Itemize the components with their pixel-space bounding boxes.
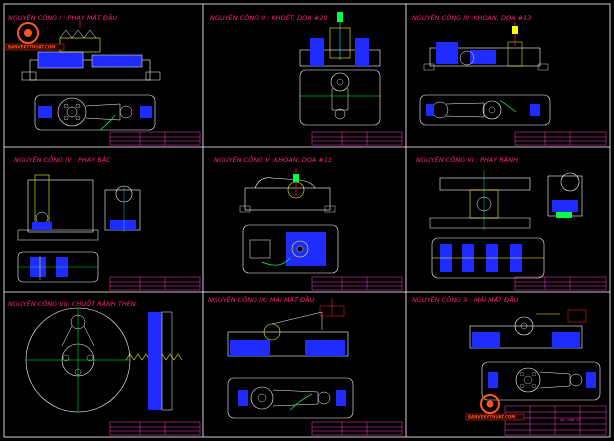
panel-op2-plan bbox=[299, 69, 381, 126]
logo-bottom: BANVEKYTHUAT.COM bbox=[465, 394, 525, 421]
panel-op9: NGUYÊN CÔNG X : MÀI MẶT ĐẦU bbox=[412, 294, 601, 401]
title-block-label: GIA CONG CO bbox=[560, 418, 580, 422]
panel-op1: NGUYÊN CÔNG I : PHAY MẶT ĐẦU bbox=[8, 12, 161, 131]
title-blocks bbox=[109, 131, 607, 436]
panel-op6-title: NGUYÊN CÔNG VI : PHAY RÃNH bbox=[416, 155, 518, 164]
panel-op9-title: NGUYÊN CÔNG X : MÀI MẶT ĐẦU bbox=[412, 294, 519, 304]
panel-op3-elevation bbox=[423, 22, 549, 71]
panel-op8-elevation bbox=[227, 298, 349, 357]
panel-op1-elevation bbox=[21, 20, 161, 81]
panel-op5: NGUYÊN CÔNG V :KHOAN, DOA #11 bbox=[214, 155, 339, 274]
panel-op8: NGUYÊN CÔNG IX: MÀI MẶT ĐẦU bbox=[208, 294, 354, 419]
panel-op2-elevation bbox=[299, 12, 381, 67]
panel-op3-plan bbox=[419, 94, 551, 126]
panel-op4-title: NGUYÊN CÔNG IV : PHAY BẬC bbox=[14, 155, 111, 164]
panel-op1-title: NGUYÊN CÔNG I : PHAY MẶT ĐẦU bbox=[8, 12, 117, 22]
panel-op7-title: NGUYÊN CÔNG VII: CHUỐT RÃNH THEN bbox=[8, 298, 136, 308]
panel-op2-title: NGUYÊN CÔNG II : KHOÉT, DOA #20 bbox=[210, 13, 328, 22]
logo-top: BANVEKYTHUAT.COM bbox=[5, 22, 65, 51]
panel-op5-elevation bbox=[239, 168, 336, 213]
panel-op7-drawing bbox=[25, 307, 183, 413]
logo-bottom-text: BANVEKYTHUAT.COM bbox=[468, 415, 515, 420]
panel-op5-plan bbox=[242, 224, 339, 274]
panel-op8-title: NGUYÊN CÔNG IX: MÀI MẶT ĐẦU bbox=[208, 294, 315, 304]
panel-op4-side bbox=[104, 185, 141, 232]
panel-op4-plan bbox=[17, 251, 99, 283]
panel-op2: NGUYÊN CÔNG II : KHOÉT, DOA #20 bbox=[210, 12, 381, 126]
panel-op5-title: NGUYÊN CÔNG V :KHOAN, DOA #11 bbox=[214, 155, 332, 164]
panel-op6-plan bbox=[431, 237, 545, 279]
panel-op9-plan bbox=[481, 361, 601, 401]
panel-op7: NGUYÊN CÔNG VII: CHUỐT RÃNH THEN bbox=[8, 298, 183, 413]
panel-op6-front bbox=[429, 170, 531, 230]
panel-op1-plan bbox=[34, 94, 156, 131]
panel-op6: NGUYÊN CÔNG VI : PHAY RÃNH bbox=[416, 155, 583, 279]
panel-op3-title: NGUYÊN CÔNG III :KHOAN, DOA #13 bbox=[412, 13, 531, 22]
panel-op3: NGUYÊN CÔNG III :KHOAN, DOA #13 bbox=[412, 13, 551, 126]
panel-op9-elevation bbox=[469, 309, 587, 349]
panel-op8-plan bbox=[227, 377, 354, 419]
sheet-frame bbox=[3, 3, 611, 438]
panel-op4-front bbox=[17, 174, 99, 241]
logo-top-text: BANVEKYTHUAT.COM bbox=[8, 45, 55, 50]
panel-op4: NGUYÊN CÔNG IV : PHAY BẬC bbox=[14, 155, 141, 283]
panel-op6-side bbox=[547, 172, 583, 218]
